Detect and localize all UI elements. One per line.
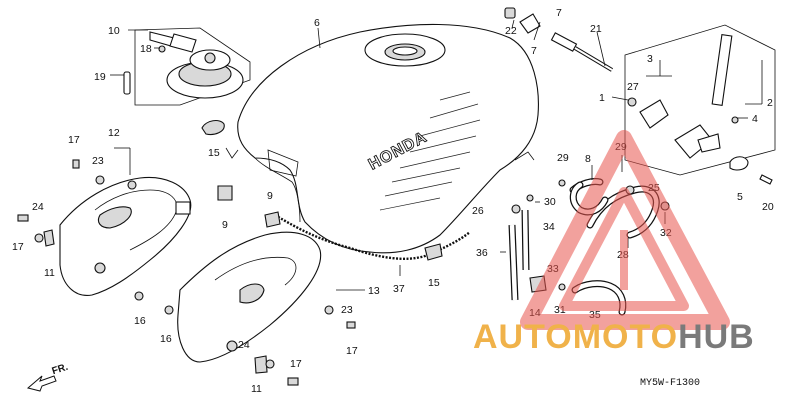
callout-17b: 17	[12, 241, 24, 253]
callout-29a: 29	[557, 152, 569, 164]
callout-13: 13	[368, 285, 380, 297]
callout-9a: 9	[267, 190, 273, 202]
right-side-cover	[177, 231, 322, 363]
watermark-text-part-b: HUB	[678, 318, 755, 356]
fuel-cap-assembly	[123, 27, 251, 106]
watermark-triangle	[520, 130, 730, 330]
callout-11a: 11	[44, 267, 55, 279]
callout-9b: 9	[222, 219, 228, 231]
callout-3: 3	[647, 53, 653, 65]
watermark-logo: AUTOMOTOHUB	[473, 318, 755, 357]
fuel-tank: HONDA	[225, 23, 539, 254]
callout-7b: 7	[531, 45, 537, 57]
callout-19: 19	[94, 71, 106, 83]
left-side-cover	[59, 176, 192, 296]
callout-16b: 16	[160, 333, 172, 345]
callout-21: 21	[590, 23, 602, 35]
front-direction-arrow	[26, 375, 57, 392]
callout-17c: 17	[346, 345, 358, 357]
callout-18: 18	[140, 43, 152, 55]
callout-2: 2	[767, 97, 773, 109]
callout-17d: 17	[290, 358, 302, 370]
callout-23a: 23	[92, 155, 104, 167]
callout-4: 4	[752, 113, 758, 125]
fuel-valve-assembly	[624, 24, 776, 185]
callout-22: 22	[505, 25, 517, 37]
callout-20: 20	[762, 201, 774, 213]
callout-15b: 15	[428, 277, 440, 289]
callout-37: 37	[393, 283, 405, 295]
callout-24b: 24	[238, 339, 250, 351]
callout-34: 34	[543, 221, 555, 233]
callout-27: 27	[627, 81, 639, 93]
callout-12: 12	[108, 127, 120, 139]
callout-5: 5	[737, 191, 743, 203]
callout-36: 36	[476, 247, 488, 259]
watermark-text-part-a: AUTOMOTO	[473, 318, 679, 356]
callout-1: 1	[599, 92, 605, 104]
callout-31: 31	[554, 304, 566, 316]
callout-8: 8	[585, 153, 591, 165]
leader-lines	[110, 19, 763, 291]
callout-17a: 17	[68, 134, 80, 146]
diagram-code: MY5W-F1300	[640, 378, 701, 389]
callout-30: 30	[544, 196, 556, 208]
hardware	[17, 7, 670, 386]
callout-23b: 23	[341, 304, 353, 316]
callout-24a: 24	[32, 201, 44, 213]
callout-16a: 16	[134, 315, 146, 327]
callout-15a: 15	[208, 147, 220, 159]
callout-26: 26	[472, 205, 484, 217]
callout-7a: 7	[556, 7, 562, 19]
callout-11b: 11	[251, 383, 262, 395]
callout-6: 6	[314, 17, 320, 29]
callout-10: 10	[108, 25, 120, 37]
tank-seal	[274, 213, 471, 261]
